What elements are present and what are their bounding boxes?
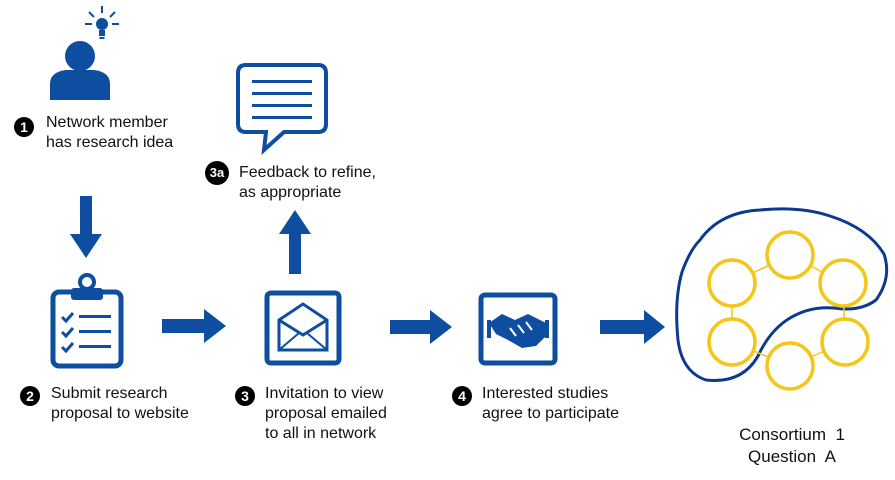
step1-line2: has research idea — [46, 134, 174, 151]
node-upper-left — [707, 258, 757, 308]
arrow-right-1 — [162, 309, 226, 343]
node-top — [765, 230, 815, 280]
node-lower-right — [820, 317, 870, 367]
step3-line3: to all in network — [265, 425, 377, 442]
arrow-right-2 — [390, 310, 452, 344]
step3-line2: proposal emailed — [265, 405, 387, 422]
arrow-up-1 — [279, 210, 311, 274]
step-badge-1: 1 — [14, 117, 34, 137]
node-lower-left — [707, 317, 757, 367]
step3-line1: Invitation to view — [265, 385, 384, 402]
step4-line1: Interested studies — [482, 385, 609, 402]
step4-text: Interested studies agree to participate — [482, 384, 619, 424]
arrow-down-1 — [70, 196, 102, 258]
handshake-icon — [478, 292, 558, 366]
envelope-icon — [264, 290, 342, 366]
clipboard-icon — [50, 273, 124, 369]
person-idea-icon — [50, 6, 119, 100]
step3a-line2: as appropriate — [239, 184, 342, 201]
step-badge-3a: 3a — [205, 161, 229, 185]
consortium-line1: Consortium 1 — [739, 425, 845, 444]
step4-line2: agree to participate — [482, 405, 619, 422]
node-upper-right — [818, 258, 868, 308]
step3a-line1: Feedback to refine, — [239, 164, 376, 181]
step2-line2: proposal to website — [51, 405, 189, 422]
consortium-network — [675, 207, 889, 391]
step1-line1: Network member — [46, 114, 168, 131]
step2-text: Submit research proposal to website — [51, 384, 189, 424]
step-badge-2: 2 — [20, 386, 40, 406]
step1-text: Network member has research idea — [46, 113, 173, 153]
consortium-label: Consortium 1 Question A — [722, 424, 862, 468]
step2-line1: Submit research — [51, 385, 168, 402]
step3a-text: Feedback to refine, as appropriate — [239, 163, 376, 203]
consortium-line2: Question A — [748, 447, 836, 466]
speech-bubble-icon — [236, 63, 328, 156]
step-badge-3: 3 — [235, 386, 255, 406]
arrow-right-3 — [600, 310, 665, 344]
node-bottom — [765, 341, 815, 391]
step3-text: Invitation to view proposal emailed to a… — [265, 384, 387, 444]
step-badge-4: 4 — [452, 386, 472, 406]
